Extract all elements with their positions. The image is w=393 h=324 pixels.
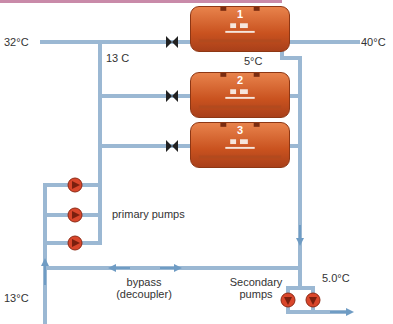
chiller-number: 1: [191, 8, 289, 20]
valve-symbols: [166, 36, 178, 152]
pipe-label: 32°C: [4, 36, 29, 48]
chiller: 3: [190, 122, 290, 168]
pipe-label: primary pumps: [112, 208, 185, 220]
primary-pumps: [68, 178, 82, 250]
pipe-label: 40°C: [361, 36, 386, 48]
chiller-number: 2: [191, 74, 289, 86]
chiller: 1: [190, 6, 290, 52]
pipe-label: 13°C: [4, 292, 29, 304]
pipe-label: 5.0°C: [322, 272, 350, 284]
pipe-label: 5°C: [244, 55, 262, 67]
pipe-label: 13 C: [106, 52, 129, 64]
pipe-label: Secondary pumps: [226, 276, 286, 300]
chiller: 2: [190, 72, 290, 118]
pipe-label: bypass (decoupler): [104, 276, 184, 300]
chiller-number: 3: [191, 124, 289, 136]
secondary-pumps: [281, 293, 320, 307]
